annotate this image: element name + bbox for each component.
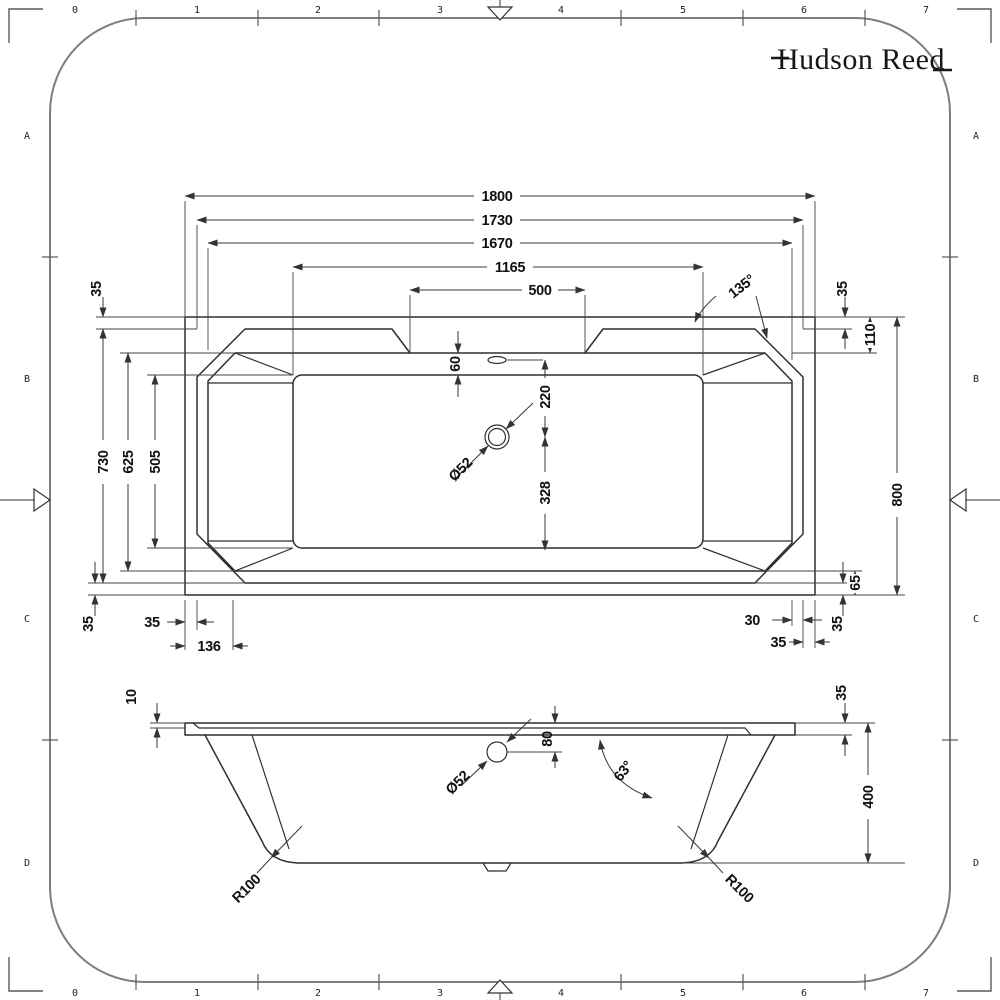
- dim-wall-angle: 63°: [611, 758, 637, 785]
- dim-width-overall: 800: [890, 483, 906, 507]
- row-left-b: B: [24, 374, 30, 385]
- plan-outer-edge: [184, 316, 816, 596]
- dim-opening-width: 625: [121, 450, 137, 474]
- centre-mark-top-icon: [486, 6, 514, 21]
- plan-rim-edge: [196, 328, 804, 584]
- dim-overflow-offset: 60: [448, 356, 464, 372]
- centre-mark-bottom-icon: [486, 979, 514, 994]
- ruler-top-2: 2: [315, 5, 321, 16]
- corner-mark-bottom-right: [957, 957, 992, 992]
- dim-opening-length: 1670: [481, 236, 512, 252]
- ruler-bottom-2: 2: [315, 988, 321, 999]
- ruler-top-0: 0: [72, 5, 78, 16]
- ruler-top-5: 5: [680, 5, 686, 16]
- dim-corner-radius-right: R100: [722, 872, 757, 907]
- ruler-bottom-4: 4: [558, 988, 564, 999]
- section-rim-recess: [192, 722, 752, 736]
- dim-corner-angle: 135°: [726, 272, 759, 303]
- dim-rim-to-edge: 35: [770, 635, 786, 651]
- dim-edge-left: 35: [144, 615, 160, 631]
- plan-floor-edge: [292, 374, 704, 549]
- ruler-top-1: 1: [194, 5, 200, 16]
- dim-floor-length: 1165: [495, 260, 525, 276]
- ruler-bottom-3: 3: [437, 988, 443, 999]
- dim-length-overall: 1800: [481, 189, 512, 205]
- top-view: 1800 1730 1670 1165 500 135° 35 730 625 …: [81, 188, 906, 655]
- ruler-numbers-bottom: 0 1 2 3 4 5 6 7: [72, 988, 929, 999]
- row-right-d: D: [973, 858, 979, 869]
- dim-rim-offset-top-left: 35: [89, 281, 105, 297]
- dim-deck-top: 110: [863, 324, 879, 347]
- section-extension-lines: [150, 722, 905, 864]
- side-view: 10 35 400 63° Ø52 80 R100 R100: [124, 685, 905, 907]
- corner-mark-bottom-left: [8, 957, 43, 992]
- section-rim: [184, 722, 796, 736]
- plan-slope-lines: [208, 352, 792, 572]
- row-right-c: C: [973, 614, 979, 625]
- row-left-c: C: [24, 614, 30, 625]
- dim-rim-length: 1730: [481, 213, 512, 229]
- section-right-wall: [681, 734, 776, 864]
- ruler-bottom-1: 1: [194, 988, 200, 999]
- dim-drain-to-floor: 328: [538, 481, 554, 505]
- row-left-a: A: [24, 131, 30, 142]
- section-drain-icon: [486, 741, 508, 763]
- row-right-b: B: [973, 374, 979, 385]
- row-left-d: D: [24, 858, 30, 869]
- plan-opening-edge: [207, 352, 793, 572]
- section-left-wall: [204, 734, 299, 864]
- ruler-bottom-5: 5: [680, 988, 686, 999]
- ruler-bottom-0: 0: [72, 988, 78, 999]
- corner-mark-top-left: [8, 8, 43, 43]
- ruler-top-6: 6: [801, 5, 807, 16]
- dim-rim-offset-bottom-right: 35: [830, 616, 846, 632]
- ruler-top-7: 7: [923, 5, 929, 16]
- overflow-hole-icon: [487, 355, 507, 365]
- plan-dimension-texts: 1800 1730 1670 1165 500 135° 35 730 625 …: [81, 189, 906, 655]
- centre-mark-left-icon: [33, 487, 52, 513]
- brand-logo: Hudson Reed: [771, 43, 952, 76]
- dim-rim-offset-top-right: 35: [835, 281, 851, 297]
- ruler-bottom-7: 7: [923, 988, 929, 999]
- row-right-a: A: [973, 131, 979, 142]
- dim-floor-width: 505: [148, 450, 164, 474]
- ruler-top-3: 3: [437, 5, 443, 16]
- brand-logo-text: Hudson Reed: [777, 43, 945, 76]
- dim-rim-thickness: 35: [834, 685, 850, 701]
- dim-chamfer-left: 136: [197, 639, 221, 655]
- section-drain-boss: [482, 862, 512, 872]
- dim-tap-gap: 500: [528, 283, 552, 299]
- dim-drain-diameter-plan: Ø52: [446, 455, 476, 485]
- row-letters: A B C D A B C D: [24, 131, 979, 869]
- ruler-top-4: 4: [558, 5, 564, 16]
- centre-mark-right-icon: [948, 487, 967, 513]
- ruler-bottom-6: 6: [801, 988, 807, 999]
- plan-text-backgrounds: [95, 188, 905, 653]
- drain-hole-icon: [484, 424, 510, 450]
- dim-drain-depth: 80: [540, 731, 556, 747]
- dim-rim-offset-bottom-left: 35: [81, 616, 97, 632]
- dim-lip-thickness: 10: [124, 689, 140, 705]
- dim-drain-diameter-section: Ø52: [443, 768, 473, 798]
- ruler-ticks: [42, 10, 958, 990]
- corner-mark-top-right: [957, 8, 992, 43]
- plan-extension-lines: [88, 201, 905, 650]
- dim-height: 400: [861, 785, 877, 809]
- dim-overflow-to-drain: 220: [538, 385, 554, 409]
- ruler-numbers-top: 0 1 2 3 4 5 6 7: [72, 5, 929, 16]
- dim-deck-bottom: 65: [848, 575, 864, 591]
- section-text-backgrounds: [860, 775, 876, 819]
- dim-corner-radius-left: R100: [230, 871, 265, 906]
- dim-opening-to-rim: 30: [744, 613, 760, 629]
- dim-rim-width: 730: [96, 450, 112, 474]
